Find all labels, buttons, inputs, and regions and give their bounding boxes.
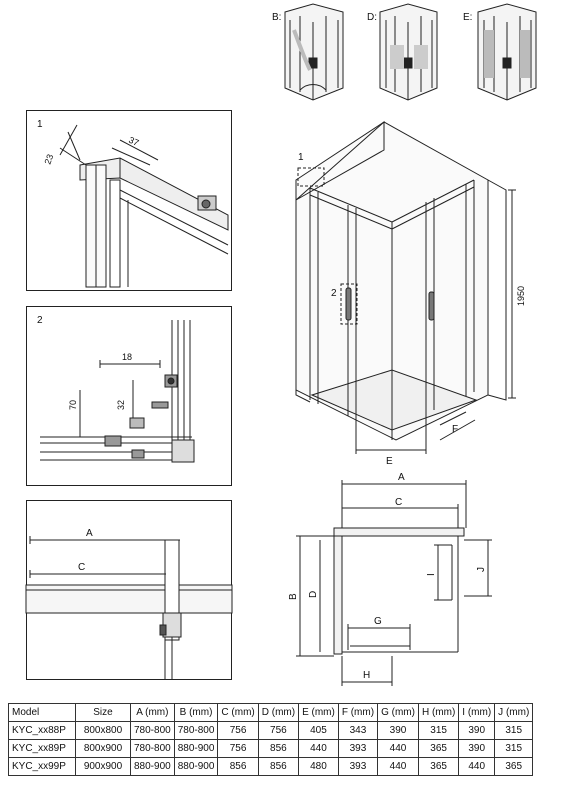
header-e: E (mm) (298, 703, 339, 722)
cell-f: 393 (337, 739, 379, 758)
table-row: KYC_xx88P 800x800 780-800 780-800 756 75… (8, 721, 534, 740)
detail-3-dim-a: A (86, 528, 93, 539)
iso-height-dim: 1950 (516, 286, 526, 306)
cell-d: 756 (257, 721, 300, 740)
variant-d-thumbnail (379, 3, 438, 101)
cell-i: 390 (458, 739, 496, 758)
iso-callout-1: 1 (298, 152, 304, 163)
detail-2-dim-70: 70 (68, 400, 78, 410)
spec-table: Model Size A (mm) B (mm) C (mm) D (mm) E… (8, 703, 534, 776)
cell-h: 315 (417, 721, 460, 740)
cell-c: 756 (217, 739, 259, 758)
cell-h: 365 (417, 739, 460, 758)
cell-e: 480 (298, 757, 339, 776)
header-j: J (mm) (494, 703, 534, 722)
variant-e-thumbnail (477, 3, 537, 101)
variant-d-label: D: (367, 12, 377, 23)
iso-callout-2: 2 (331, 288, 337, 299)
cell-b: 880-900 (173, 757, 219, 776)
header-size: Size (75, 703, 131, 722)
detail-2-dim-32: 32 (116, 400, 126, 410)
detail-1-dim-37: 37 (127, 135, 140, 148)
cell-b: 880-900 (173, 739, 219, 758)
detail-panel-2: 2 (26, 306, 232, 486)
variant-b-label: B: (272, 12, 282, 23)
cell-a: 780-800 (130, 739, 175, 758)
cell-h: 365 (417, 757, 460, 776)
cell-d: 856 (257, 739, 300, 758)
plan-dim-j: J (476, 567, 487, 572)
cell-e: 440 (298, 739, 339, 758)
header-f: F (mm) (337, 703, 379, 722)
cell-g: 390 (377, 721, 419, 740)
plan-dim-h: H (363, 670, 370, 681)
cell-size: 800x800 (75, 721, 131, 740)
cell-a: 780-800 (130, 721, 175, 740)
cell-e: 405 (298, 721, 339, 740)
cell-size: 800x900 (75, 739, 131, 758)
header-d: D (mm) (257, 703, 300, 722)
cell-model: KYC_xx88P (8, 721, 76, 740)
cell-model: KYC_xx89P (8, 739, 76, 758)
cell-size: 900x900 (75, 757, 131, 776)
detail-3-dim-c: C (78, 562, 85, 573)
variant-b-thumbnail (284, 3, 344, 101)
header-b: B (mm) (173, 703, 219, 722)
cell-j: 315 (494, 721, 534, 740)
iso-dim-e: E (386, 456, 393, 467)
cell-i: 390 (458, 721, 496, 740)
plan-dim-g: G (374, 616, 382, 627)
table-row: KYC_xx89P 800x900 780-800 880-900 756 85… (8, 739, 534, 758)
iso-dim-f: F (452, 424, 458, 435)
cell-d: 856 (257, 757, 300, 776)
detail-1-dim-23: 23 (42, 153, 55, 166)
header-model: Model (8, 703, 76, 722)
detail-2-dim-18: 18 (122, 352, 132, 362)
cell-c: 856 (217, 757, 259, 776)
cell-b: 780-800 (173, 721, 219, 740)
cell-model: KYC_xx99P (8, 757, 76, 776)
cell-j: 315 (494, 739, 534, 758)
cell-i: 440 (458, 757, 496, 776)
plan-dim-i: I (426, 573, 437, 576)
plan-dim-c: C (395, 497, 402, 508)
plan-dim-a: A (398, 472, 405, 483)
header-a: A (mm) (130, 703, 175, 722)
header-i: I (mm) (458, 703, 496, 722)
cell-g: 440 (377, 757, 419, 776)
detail-2-label: 2 (37, 315, 43, 326)
cell-c: 756 (217, 721, 259, 740)
variant-e-label: E: (463, 12, 473, 23)
plan-dim-b: B (288, 593, 299, 600)
cell-f: 343 (337, 721, 379, 740)
table-header-row: Model Size A (mm) B (mm) C (mm) D (mm) E… (8, 703, 534, 722)
detail-1-label: 1 (37, 119, 43, 130)
header-g: G (mm) (377, 703, 419, 722)
table-row: KYC_xx99P 900x900 880-900 880-900 856 85… (8, 757, 534, 776)
cell-g: 440 (377, 739, 419, 758)
plan-dim-d: D (308, 591, 319, 598)
cell-f: 393 (337, 757, 379, 776)
cell-j: 365 (494, 757, 534, 776)
header-c: C (mm) (217, 703, 259, 722)
cell-a: 880-900 (130, 757, 175, 776)
header-h: H (mm) (417, 703, 460, 722)
